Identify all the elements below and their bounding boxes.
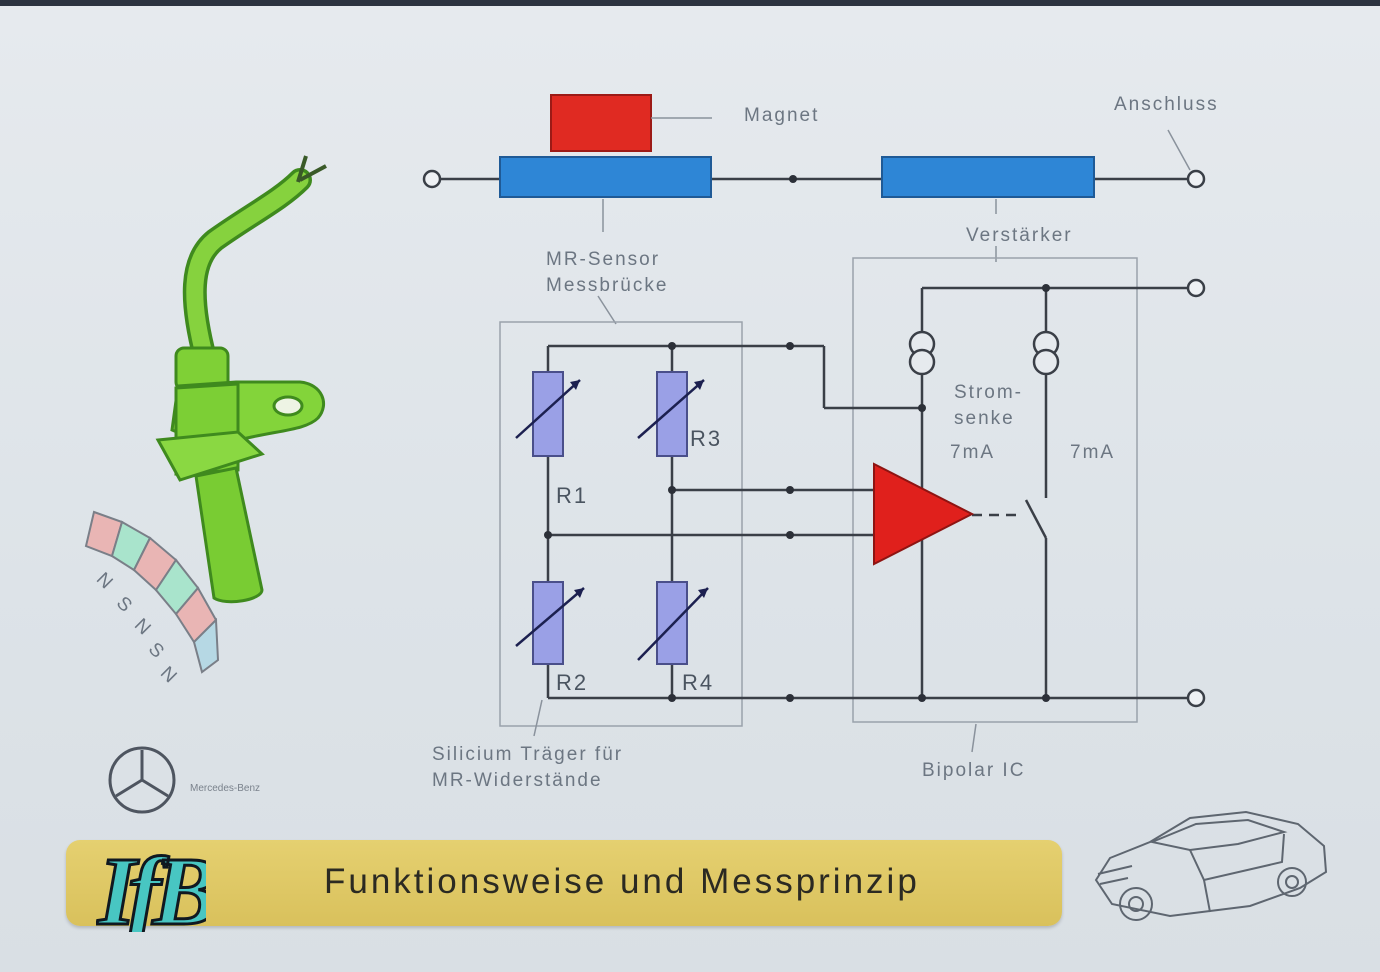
- current-value-2: 7mA: [1070, 442, 1115, 463]
- resistor-label-r3: R3: [690, 426, 722, 451]
- brand-wordmark: Mercedes-Benz: [190, 783, 260, 794]
- car-icon: [1094, 810, 1328, 921]
- supply-terminal: [1186, 278, 1206, 298]
- ic-leader: [971, 723, 977, 753]
- current-sink-2: [1032, 330, 1060, 376]
- ifb-logo: IfB: [96, 837, 206, 933]
- ifb-logo-text: IfB: [97, 838, 206, 932]
- cable-wires: [296, 155, 327, 183]
- sensor-cable: [182, 168, 312, 370]
- current-value-1: 7mA: [950, 442, 995, 463]
- mr-sensor-bar: [499, 156, 712, 198]
- resistor-r2: [515, 581, 585, 665]
- current-sink-label: Strom-: [954, 382, 1023, 403]
- title-banner: Funktionsweise und Messprinzip: [66, 840, 1062, 926]
- resistor-label-r1: R1: [556, 483, 588, 508]
- mr-sensor-label: MR-Sensor: [546, 249, 660, 270]
- sensor-cable-core: [186, 171, 309, 367]
- terminal-leader: [1167, 129, 1191, 171]
- bipolar-ic-label: Bipolar IC: [922, 760, 1025, 781]
- sensor-tip: [194, 466, 264, 604]
- mr-sensor-label-2: Messbrücke: [546, 275, 668, 296]
- pole-ring: [84, 510, 220, 674]
- silicon-carrier-box: [499, 321, 743, 727]
- magnet-label: Magnet: [744, 105, 819, 126]
- right-terminal: [1186, 169, 1206, 189]
- pole-label: N: [156, 663, 182, 689]
- amplifier-label: Verstärker: [966, 225, 1073, 246]
- carrier-label: Silicium Träger für: [432, 744, 623, 765]
- bridge-wiring: [546, 286, 1188, 700]
- sensor-base: [155, 430, 265, 482]
- resistor-label-r4: R4: [682, 670, 714, 695]
- carrier-leader: [533, 699, 543, 737]
- mercedes-star-icon: [108, 746, 176, 814]
- terminal-label: Anschluss: [1114, 94, 1219, 115]
- comparator-amplifier: [873, 462, 975, 566]
- left-terminal: [422, 169, 442, 189]
- magnet-block: [550, 94, 652, 152]
- pole-label: S: [112, 593, 137, 618]
- mounting-hole: [272, 395, 304, 417]
- top-strip: Magnet Anschluss Verstärker MR-Sensor Me…: [422, 94, 1219, 325]
- pole-label: S: [144, 639, 169, 664]
- junction-nodes: [544, 284, 1050, 702]
- slide-title: Funktionsweise und Messprinzip: [324, 862, 920, 901]
- current-sink-1: [908, 330, 936, 376]
- carrier-label-2: MR-Widerstände: [432, 770, 603, 791]
- amplifier-bar: [881, 156, 1095, 198]
- junction-node: [789, 175, 797, 183]
- switch-contact: [1024, 499, 1048, 539]
- resistor-r1: [515, 371, 581, 457]
- resistor-r3: [637, 371, 705, 457]
- resistor-label-r2: R2: [556, 670, 588, 695]
- pole-label: N: [92, 569, 118, 595]
- current-sink-label-2: senke: [954, 408, 1015, 429]
- top-edge-bar: [0, 0, 1380, 6]
- sensor-illustration: N S N S N: [84, 155, 327, 689]
- resistor-r4: [637, 581, 709, 665]
- bridge-leader: [597, 295, 617, 325]
- ground-terminal: [1186, 688, 1206, 708]
- pole-label: N: [130, 615, 156, 641]
